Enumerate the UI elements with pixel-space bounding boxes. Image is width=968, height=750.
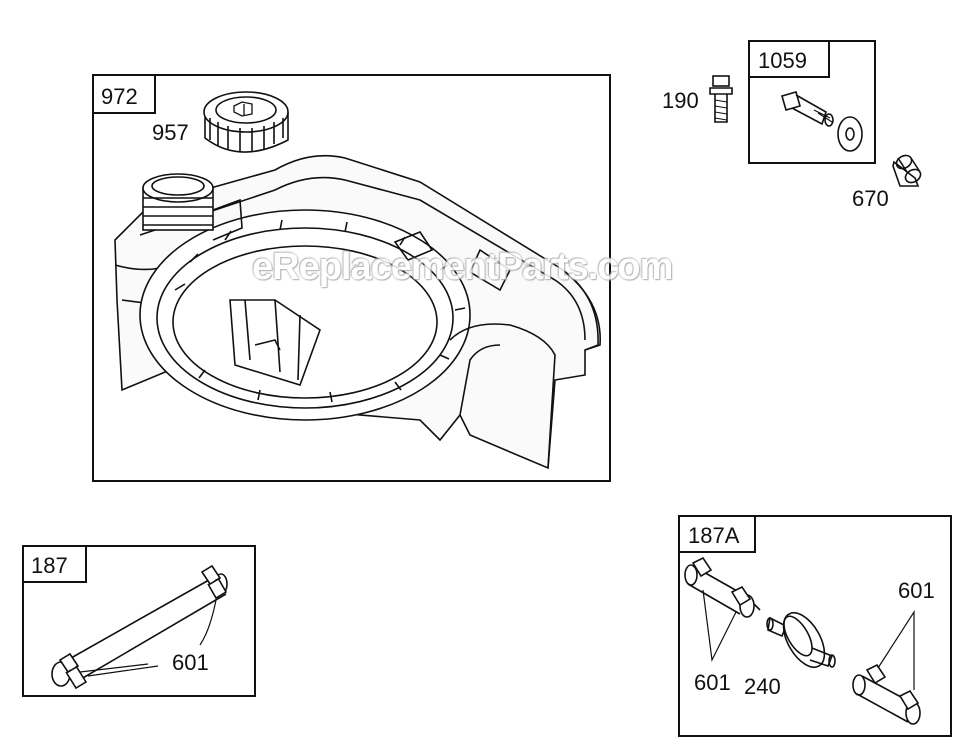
group-box-1059: 1059 <box>748 40 876 164</box>
shoulder-screw-icon <box>781 91 834 127</box>
fuel-line-187a-right-icon <box>852 609 921 725</box>
group-box-972: 972 <box>92 74 611 482</box>
bolt-icon <box>709 75 733 123</box>
group-label-972: 972 <box>101 84 138 109</box>
part-label-240: 240 <box>744 674 781 699</box>
fuel-line-187a-left-icon <box>684 556 761 663</box>
group-box-187: 187 <box>22 545 256 697</box>
part-label-957: 957 <box>152 120 189 145</box>
watermark-text: eReplacementParts.com <box>252 246 673 288</box>
fuel-tank-icon <box>114 154 601 470</box>
fuel-line-187-icon <box>51 564 228 690</box>
group-label-1059: 1059 <box>758 48 807 73</box>
part-label-601-187: 601 <box>172 650 209 675</box>
fuel-cap-icon <box>203 91 289 153</box>
fuel-filter-icon <box>766 612 836 668</box>
part-label-670: 670 <box>852 186 889 211</box>
part-label-601-187a-right: 601 <box>898 578 935 603</box>
part-label-601-187a-left: 601 <box>694 670 731 695</box>
part-label-190: 190 <box>662 88 699 113</box>
spacer-icon <box>892 154 922 187</box>
group-label-187: 187 <box>31 553 68 578</box>
group-label-187a: 187A <box>688 523 740 548</box>
washer-icon <box>837 116 863 152</box>
group-box-187a: 187A <box>678 515 952 737</box>
